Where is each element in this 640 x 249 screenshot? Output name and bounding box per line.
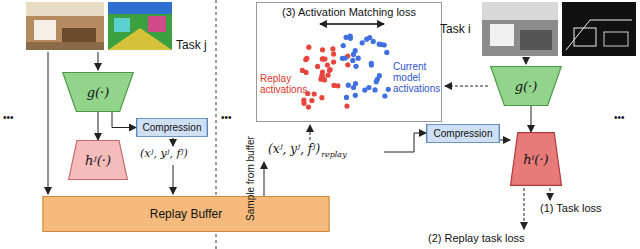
current-point xyxy=(344,95,349,100)
replay-point xyxy=(320,70,325,75)
function-label: g(·) xyxy=(515,79,538,94)
current-point xyxy=(369,63,374,68)
current-point xyxy=(341,43,346,48)
current-point xyxy=(364,37,369,42)
current-point xyxy=(379,42,384,47)
current-point xyxy=(375,77,380,82)
head-block: hⁱ(·) xyxy=(510,132,562,186)
replay-point xyxy=(331,52,336,57)
task-label: Task i xyxy=(440,22,471,36)
current-point xyxy=(350,58,355,63)
replay-point xyxy=(319,95,324,100)
replay-point xyxy=(306,45,311,50)
replay-point xyxy=(344,104,349,109)
replay-point xyxy=(309,98,314,103)
replay-point xyxy=(331,83,336,88)
function-label: hʲ(·) xyxy=(85,153,111,168)
replay-point xyxy=(315,64,320,69)
box-label: Compression xyxy=(143,122,202,133)
flow-arrow xyxy=(98,112,99,140)
interior-image xyxy=(482,2,558,56)
node-fill xyxy=(427,124,500,143)
encoder-block: g(·) xyxy=(62,72,134,112)
function-label: g(·) xyxy=(87,85,110,100)
tuple-label: (xʲ, yʲ, fʲ) xyxy=(268,142,320,156)
box-label: Compression xyxy=(434,128,493,139)
tuple-label: (xʲ, yʲ, fʲ) xyxy=(140,147,188,160)
head-block: hʲ(·) xyxy=(68,140,128,180)
replay-point xyxy=(321,57,326,62)
current-point xyxy=(353,93,358,98)
current-point xyxy=(366,85,371,90)
replay-point xyxy=(331,59,336,64)
current-point xyxy=(372,87,377,92)
box-label: Replay Buffer xyxy=(150,207,223,221)
replay-point xyxy=(345,62,350,67)
loss-title: (3) Activation Matching loss xyxy=(257,6,441,18)
replay-point xyxy=(325,73,330,78)
node-fill xyxy=(137,118,208,137)
node-fill xyxy=(491,66,562,105)
current-point xyxy=(343,56,348,61)
current-point xyxy=(351,52,356,57)
current-point xyxy=(371,39,376,44)
room-image xyxy=(26,2,104,50)
node-fill xyxy=(63,72,134,111)
encoder-block: g(·) xyxy=(490,66,562,106)
replay-point xyxy=(320,47,325,52)
flow-arrow xyxy=(531,106,532,132)
activation-label: Current model activations xyxy=(393,61,439,94)
subscript-label: replay xyxy=(321,150,347,159)
current-point xyxy=(348,34,353,39)
flow-arrow xyxy=(112,112,136,128)
replay-point xyxy=(301,101,306,106)
current-point xyxy=(353,64,358,69)
compression-box: Compression xyxy=(136,118,208,137)
loss-label: (1) Task loss xyxy=(540,202,602,214)
replay-point xyxy=(306,105,311,110)
current-point xyxy=(382,93,387,98)
current-point xyxy=(351,85,356,90)
replay-point xyxy=(330,46,335,51)
ellipsis: ••• xyxy=(614,112,625,123)
buffer-box: Replay Buffer xyxy=(40,196,332,232)
replay-point xyxy=(312,91,317,96)
current-point xyxy=(384,50,389,55)
loss-label: (2) Replay task loss xyxy=(428,232,525,244)
node-fill xyxy=(511,133,562,186)
matching-arrow xyxy=(320,23,384,25)
sample-label: Sample from buffer xyxy=(244,136,255,221)
current-point xyxy=(356,56,361,61)
replay-point xyxy=(304,56,309,61)
function-label: hⁱ(·) xyxy=(523,152,548,167)
task-label: Task j xyxy=(176,38,207,52)
replay-point xyxy=(328,67,333,72)
activation-scatter xyxy=(300,34,391,110)
activation-label: Replay activations xyxy=(260,73,304,95)
current-point xyxy=(360,40,365,45)
loss-panel: (3) Activation Matching lossReplay activ… xyxy=(256,2,442,122)
edge-image xyxy=(562,2,636,56)
flow-arrow xyxy=(500,140,510,141)
replay-point xyxy=(305,91,310,96)
replay-point xyxy=(325,63,330,68)
node-fill xyxy=(43,196,329,231)
ellipsis: ••• xyxy=(221,112,232,123)
compression-box: Compression xyxy=(426,124,500,143)
replay-point xyxy=(327,68,332,73)
node-fill xyxy=(69,140,128,179)
current-point xyxy=(346,83,351,88)
current-point xyxy=(386,87,391,92)
segmentation-image xyxy=(108,2,172,50)
ellipsis: ••• xyxy=(3,112,14,123)
